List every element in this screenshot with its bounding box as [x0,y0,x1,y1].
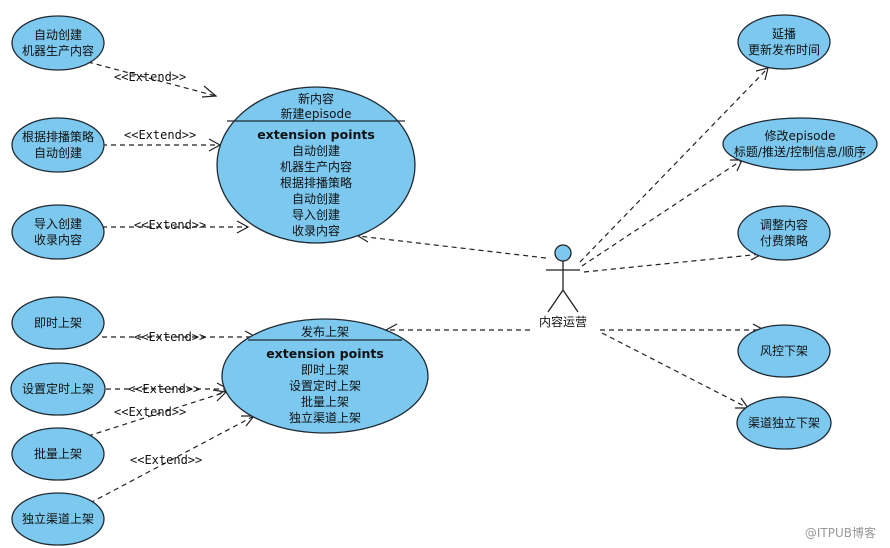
actor-line-channel-takedown [601,332,749,409]
use-case-channel-takedown[interactable]: 渠道独立下架 [736,396,832,450]
use-case-label: 付费策略 [760,233,808,248]
arrow-head [201,85,218,98]
use-case-header: 新内容 [298,91,334,106]
use-case-label: 调整内容 [760,217,808,232]
use-case-risk-takedown[interactable]: 风控下架 [737,324,831,378]
use-case-header: 发布上架 [301,324,349,339]
use-case-label: 延播 [772,27,796,41]
use-case-label: 批量上架 [34,446,82,461]
actor-line-adjust [583,253,763,273]
extend-label: <<Extend>> [134,218,206,232]
actor-head-icon [554,244,572,262]
use-case-timed-publish[interactable]: 设置定时上架 [10,362,106,416]
use-case-delay-publish[interactable]: 延播 更新发布时间 [737,14,831,70]
extend-label: <<Extend>> [130,453,202,467]
use-case-label: 即时上架 [34,316,82,330]
arrow-head [236,220,250,234]
extension-point: 根据排播策略 [280,175,352,190]
actor-leg [547,289,564,313]
use-case-label: 设置定时上架 [22,381,94,396]
extension-point: 收录内容 [292,223,340,238]
actor-line-edit [581,159,743,267]
use-case-label: 修改episode [765,128,836,143]
extension-point: 批量上架 [301,394,349,409]
use-case-label: 导入创建 [34,217,82,231]
extension-point: 机器生产内容 [280,159,352,174]
actor-content-operator[interactable]: 内容运营 [539,244,587,329]
arrow-head [212,389,228,402]
use-case-instant-publish[interactable]: 即时上架 [11,296,105,350]
extension-point: 自动创建 [292,192,340,206]
extend-links [87,61,258,504]
extension-point: 导入创建 [292,208,340,222]
arrow-head [735,397,750,409]
use-case-batch-publish[interactable]: 批量上架 [11,427,105,481]
extension-point: 独立渠道上架 [289,410,361,425]
extend-line-channel [89,415,255,504]
use-case-auto-create[interactable]: 自动创建 机器生产内容 [11,15,105,71]
use-case-label: 自动创建 [34,28,82,42]
extension-point: 设置定时上架 [289,378,361,393]
extension-points-title: extension points [266,346,384,361]
use-case-label: 收录内容 [34,232,82,247]
use-case-label: 机器生产内容 [22,43,94,58]
use-case-header: 新建episode [281,106,352,121]
extend-label: <<Extend>> [114,70,186,84]
use-case-label: 自动创建 [34,146,82,160]
use-case-label: 风控下架 [760,344,808,358]
use-case-channel-publish[interactable]: 独立渠道上架 [11,492,105,546]
actor-leg [562,289,579,313]
extension-point: 即时上架 [301,363,349,377]
watermark: @ITPUB博客 [805,525,876,540]
use-case-new-content[interactable]: 新内容 新建episode extension points 自动创建 机器生产… [216,86,416,244]
use-case-schedule-create[interactable]: 根据排播策略 自动创建 [11,117,105,173]
extend-label: <<Extend>> [124,128,196,142]
use-case-edit-episode[interactable]: 修改episode 标题/推送/控制信息/顺序 [722,117,878,171]
use-case-adjust-content[interactable]: 调整内容 付费策略 [737,205,831,261]
extend-label: <<Extend>> [134,330,206,344]
extension-point: 自动创建 [292,144,340,158]
use-case-publish[interactable]: 发布上架 extension points 即时上架 设置定时上架 批量上架 独… [221,318,429,434]
extend-line-batch [87,391,227,437]
extend-label: <<Extend>> [114,405,186,419]
actor-line-delay [579,67,769,263]
extension-points-title: extension points [257,127,375,142]
use-case-import-content[interactable]: 导入创建 收录内容 [11,204,105,260]
actor-line-new-content [357,235,547,259]
actor-name: 内容运营 [539,314,587,329]
use-case-label: 渠道独立下架 [748,415,820,430]
extend-label: <<Extend>> [128,382,200,396]
use-case-label: 根据排播策略 [22,129,94,144]
use-case-label: 标题/推送/控制信息/顺序 [734,144,866,159]
extend-line-auto-create [87,61,217,97]
use-case-label: 更新发布时间 [748,42,820,57]
arrow-head [241,415,256,427]
use-case-label: 独立渠道上架 [22,511,94,526]
